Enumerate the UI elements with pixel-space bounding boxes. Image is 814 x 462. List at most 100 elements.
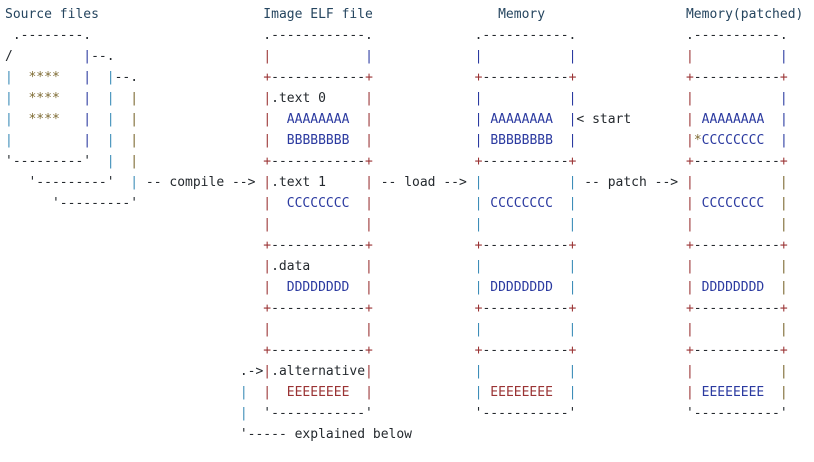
text-run: | <box>106 91 115 106</box>
text-run: | <box>474 217 483 232</box>
text-run: --. <box>114 70 139 85</box>
section-label-data: .data <box>271 259 311 274</box>
text-run: | <box>263 91 272 106</box>
patch-marker: * <box>693 133 702 148</box>
text-run <box>5 364 240 379</box>
section-label-alternative: .alternative <box>271 364 366 379</box>
text-run <box>99 7 263 22</box>
text-run: | <box>474 112 483 127</box>
text-run: | <box>685 259 694 274</box>
text-run: | <box>130 175 139 190</box>
start-pointer: < start <box>576 112 632 127</box>
text-run <box>13 91 29 106</box>
bytes-b-memory: BBBBBBBB <box>490 133 553 148</box>
text-run <box>694 385 702 400</box>
text-run: | <box>686 133 694 148</box>
text-run <box>764 385 780 400</box>
section-label-text0: .text 0 <box>271 91 326 106</box>
bytes-a-patched: AAAAAAAA <box>701 112 765 127</box>
text-run: | <box>568 175 577 190</box>
text-run <box>5 238 263 253</box>
text-run: .--------. <box>5 28 92 43</box>
text-run: | <box>474 196 483 211</box>
text-run <box>482 364 568 379</box>
text-run: | <box>83 112 92 127</box>
text-run: | <box>474 322 483 337</box>
text-run <box>576 196 686 211</box>
text-run: + <box>365 238 373 253</box>
diagram-line: +------------+ +-----------+ +----------… <box>5 235 814 256</box>
text-run: | <box>685 280 694 295</box>
text-run: | <box>83 49 92 64</box>
text-run <box>115 112 131 127</box>
text-run: | <box>568 49 577 64</box>
text-run <box>373 280 475 295</box>
text-run <box>115 133 131 148</box>
text-run <box>138 175 146 190</box>
text-run <box>576 70 686 85</box>
text-run <box>482 49 568 64</box>
bytes-d-elf: DDDDDDDD <box>286 280 350 295</box>
text-run: | <box>568 385 577 400</box>
text-run: | <box>365 112 373 127</box>
text-run <box>694 175 780 190</box>
diagram-line: | DDDDDDDD | | DDDDDDDD | | DDDDDDDD | <box>5 277 814 298</box>
text-run: | <box>568 217 577 232</box>
text-run <box>271 133 287 148</box>
text-run <box>271 385 287 400</box>
text-run: + <box>779 301 788 316</box>
text-run <box>467 175 475 190</box>
text-run: ------------ <box>271 238 366 253</box>
text-run <box>271 322 365 337</box>
text-run: + <box>263 301 272 316</box>
text-run: + <box>685 343 694 358</box>
text-run: | <box>239 406 248 421</box>
text-run <box>5 343 263 358</box>
text-run: / <box>5 49 13 64</box>
text-run: | <box>106 70 115 85</box>
diagram-line: '----- explained below <box>5 424 814 445</box>
text-run <box>373 7 498 22</box>
diagram-line: | | | | | | <box>5 319 814 340</box>
text-run: | <box>568 364 577 379</box>
header-source-files: Source files <box>5 7 99 22</box>
text-run: ----------- <box>482 70 569 85</box>
text-run: + <box>263 154 272 169</box>
text-run <box>553 385 569 400</box>
bytes-b-elf: BBBBBBBB <box>286 133 350 148</box>
text-run: | <box>686 112 694 127</box>
text-run <box>373 175 381 190</box>
text-run <box>248 385 264 400</box>
text-run <box>553 280 569 295</box>
text-run <box>310 259 365 274</box>
text-run <box>138 91 263 106</box>
diagram-line: | '------------' '-----------' '--------… <box>5 403 814 424</box>
text-run: '---------' <box>28 175 115 190</box>
text-run: '---------' <box>5 154 92 169</box>
text-run <box>138 112 263 127</box>
text-run <box>576 154 686 169</box>
text-run: + <box>779 238 788 253</box>
text-run: | <box>106 154 115 169</box>
text-run: | <box>83 70 92 85</box>
text-run: | <box>474 259 483 274</box>
text-run <box>764 112 780 127</box>
text-run: --. <box>91 49 115 64</box>
text-run: | <box>568 91 577 106</box>
text-run <box>373 364 475 379</box>
diagram-line: | **** | |--. +------------+ +----------… <box>5 67 814 88</box>
text-run <box>373 91 475 106</box>
text-run: | <box>568 322 577 337</box>
text-run <box>5 280 263 295</box>
text-run: | <box>568 280 577 295</box>
text-run <box>13 49 83 64</box>
text-run: | <box>474 385 483 400</box>
text-run <box>60 70 83 85</box>
text-run <box>13 133 83 148</box>
text-run: | <box>474 364 483 379</box>
text-run <box>5 217 263 232</box>
text-run <box>326 91 365 106</box>
text-run: + <box>568 70 577 85</box>
text-run: ----------- <box>693 238 780 253</box>
text-run <box>576 259 686 274</box>
